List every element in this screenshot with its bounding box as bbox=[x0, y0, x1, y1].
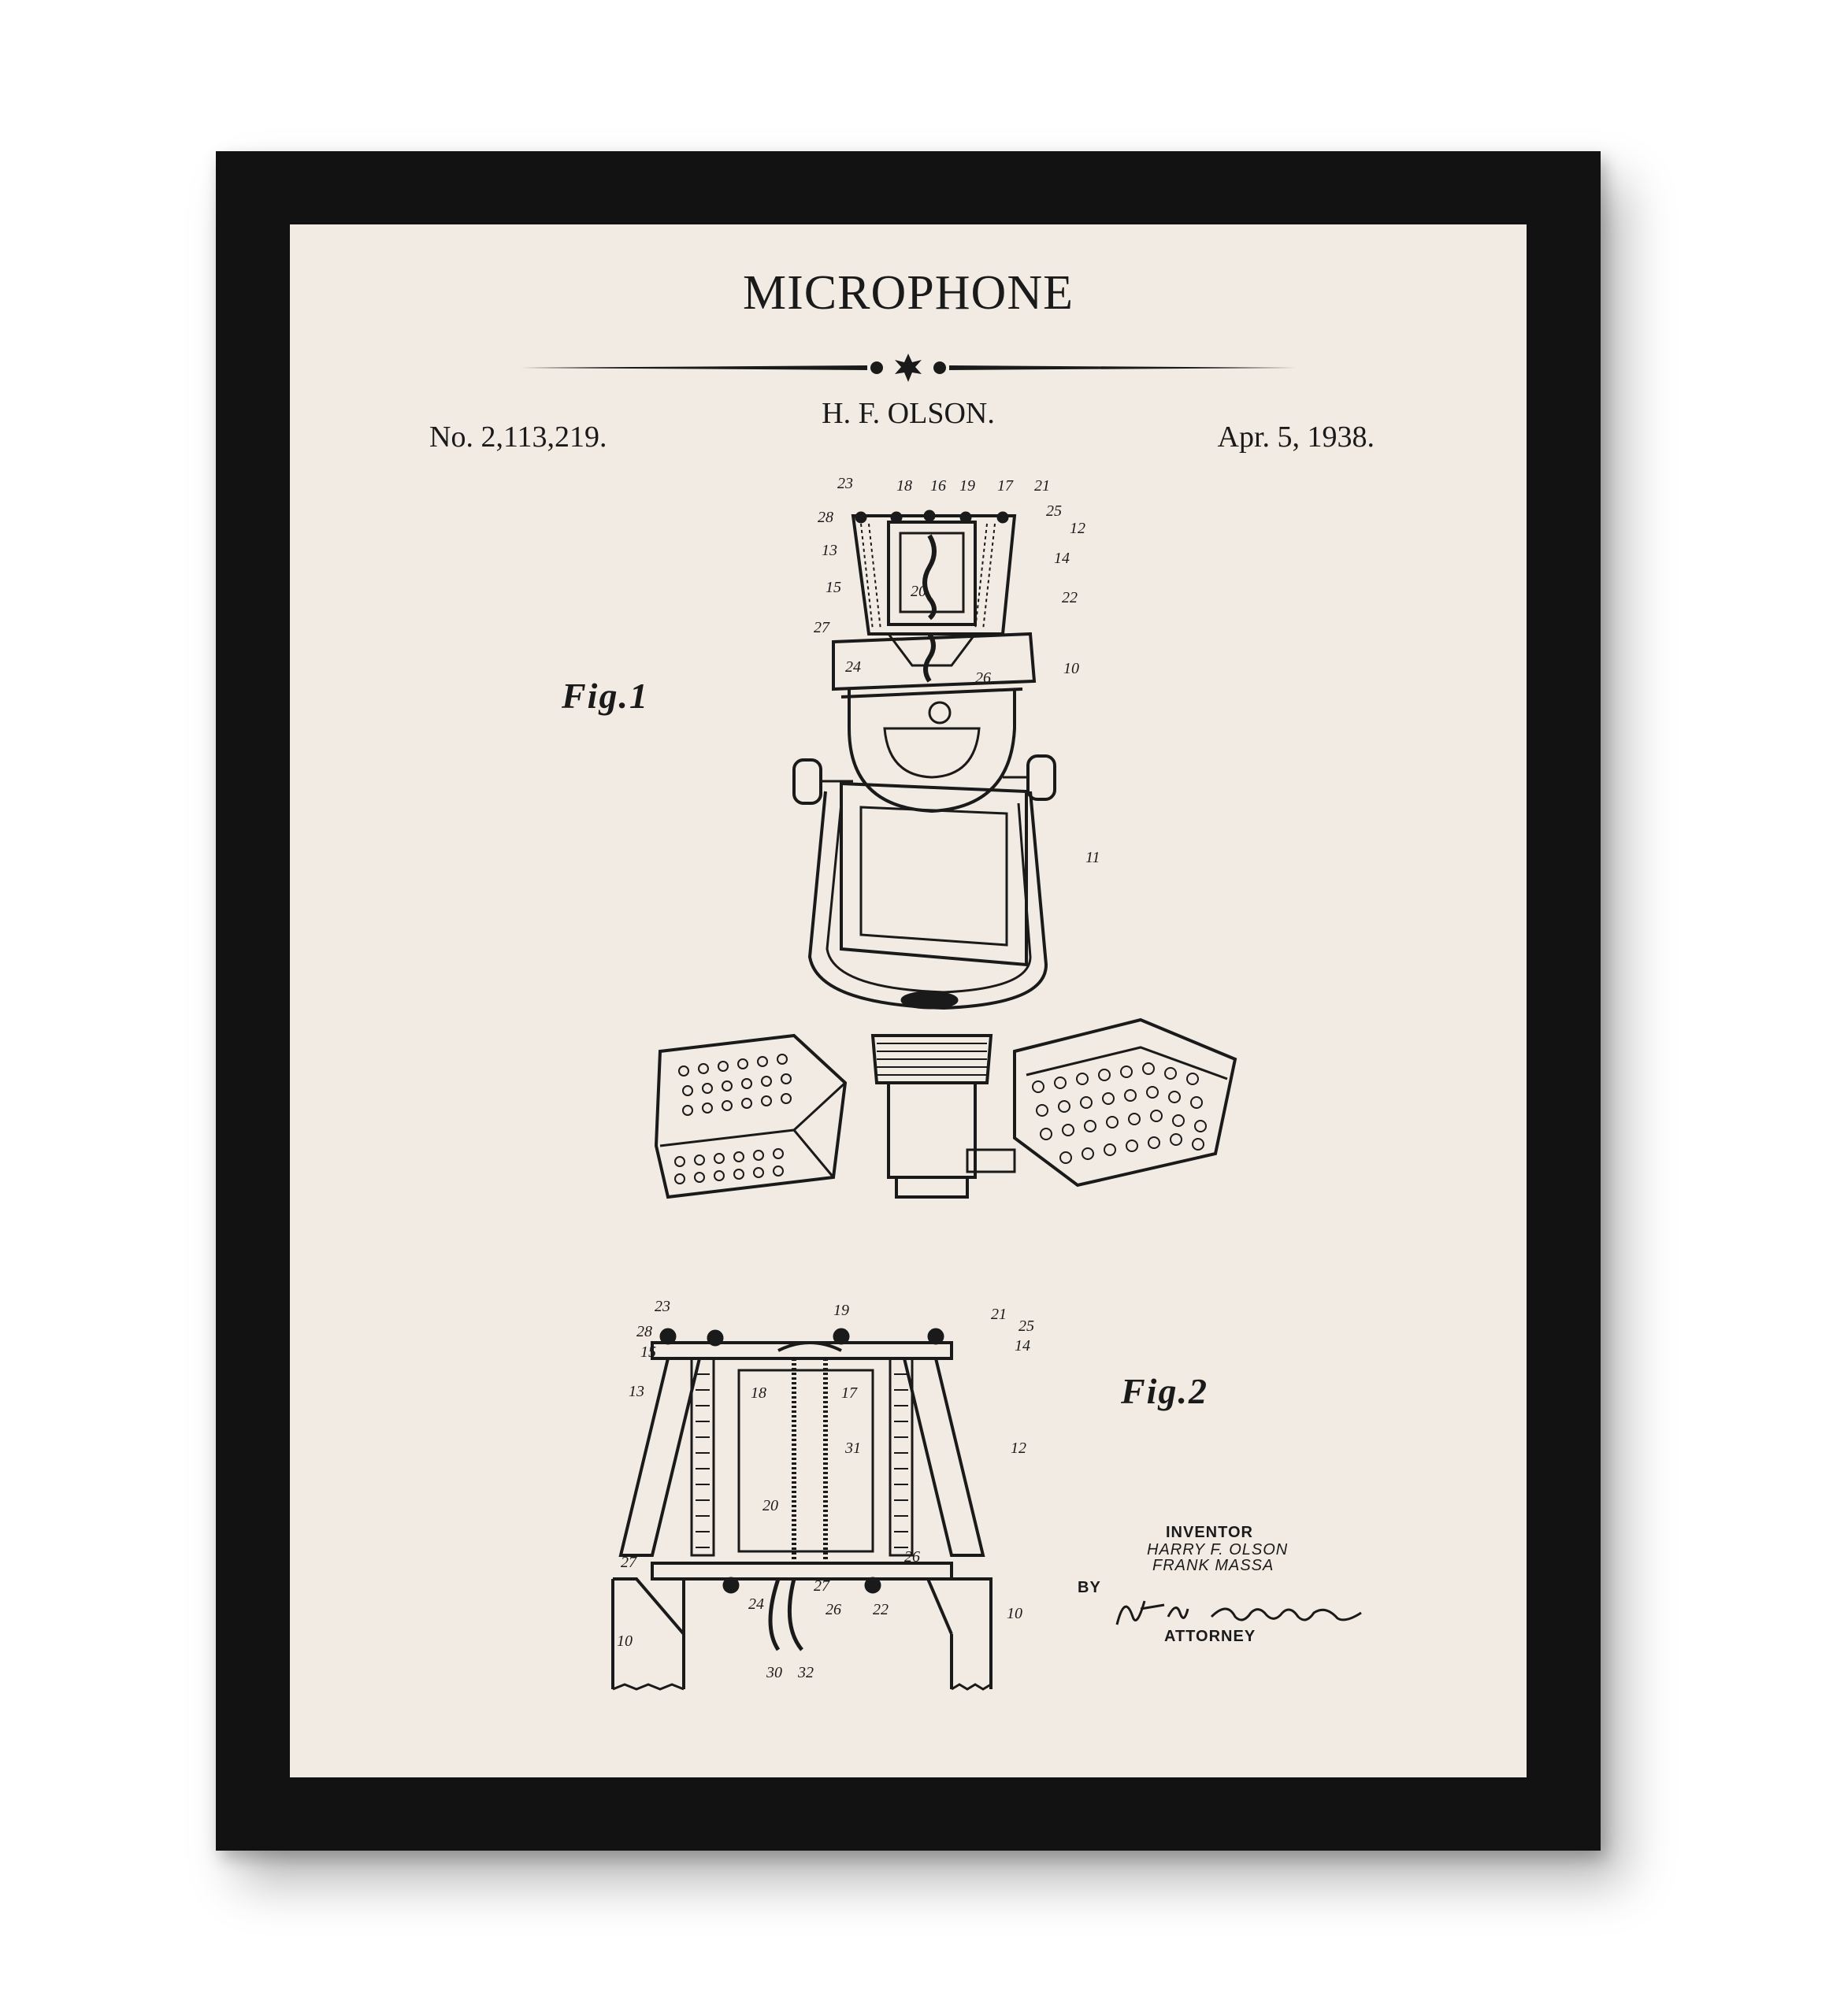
svg-text:27: 27 bbox=[621, 1554, 637, 1571]
fig1-microphone bbox=[656, 511, 1235, 1197]
fig1-label: Fig.1 bbox=[562, 675, 649, 717]
svg-text:12: 12 bbox=[1070, 520, 1085, 537]
svg-text:28: 28 bbox=[818, 509, 833, 526]
svg-text:15: 15 bbox=[826, 579, 841, 596]
svg-text:14: 14 bbox=[1015, 1337, 1030, 1354]
svg-text:13: 13 bbox=[629, 1383, 644, 1400]
svg-text:17: 17 bbox=[841, 1384, 858, 1402]
svg-text:31: 31 bbox=[844, 1440, 861, 1457]
svg-text:22: 22 bbox=[873, 1601, 889, 1618]
svg-text:10: 10 bbox=[617, 1632, 633, 1650]
svg-text:24: 24 bbox=[748, 1595, 764, 1613]
svg-text:10: 10 bbox=[1063, 660, 1079, 677]
svg-text:19: 19 bbox=[959, 477, 975, 495]
svg-text:28: 28 bbox=[636, 1323, 652, 1340]
svg-text:20: 20 bbox=[762, 1497, 778, 1514]
signature-block: INVENTOR HARRY F. OLSON FRANK MASSA BY A… bbox=[1078, 1524, 1408, 1666]
svg-text:26: 26 bbox=[826, 1601, 841, 1618]
svg-text:11: 11 bbox=[1085, 849, 1100, 866]
svg-text:18: 18 bbox=[751, 1384, 766, 1402]
inventor-name-2: FRANK MASSA bbox=[1152, 1557, 1274, 1575]
svg-text:14: 14 bbox=[1054, 550, 1070, 567]
svg-text:18: 18 bbox=[896, 477, 912, 495]
attorney-label: ATTORNEY bbox=[1164, 1628, 1256, 1646]
inventor-label: INVENTOR bbox=[1166, 1524, 1253, 1542]
svg-text:13: 13 bbox=[822, 542, 837, 559]
svg-text:23: 23 bbox=[837, 475, 853, 492]
svg-text:26: 26 bbox=[975, 669, 991, 687]
svg-text:21: 21 bbox=[1034, 477, 1050, 495]
svg-text:30: 30 bbox=[766, 1664, 782, 1681]
svg-text:10: 10 bbox=[1007, 1605, 1022, 1622]
svg-text:17: 17 bbox=[997, 477, 1014, 495]
svg-text:12: 12 bbox=[1011, 1440, 1026, 1457]
attorney-signature bbox=[1109, 1585, 1369, 1632]
svg-text:25: 25 bbox=[1018, 1317, 1034, 1335]
patent-poster: MICROPHONE No. 2,113,219. H. F. OLSON. A… bbox=[290, 224, 1527, 1777]
svg-text:15: 15 bbox=[640, 1343, 656, 1361]
svg-text:23: 23 bbox=[655, 1298, 670, 1315]
svg-text:32: 32 bbox=[797, 1664, 814, 1681]
reference-numerals: 23 18 16 19 17 21 28 25 12 13 14 15 20 22 27 24 26 1… bbox=[617, 475, 1100, 1681]
svg-text:27: 27 bbox=[814, 619, 830, 636]
by-label: BY bbox=[1078, 1579, 1101, 1597]
svg-text:26: 26 bbox=[904, 1548, 920, 1566]
fig2-ribbon-assembly bbox=[613, 1329, 991, 1689]
svg-text:24: 24 bbox=[845, 658, 861, 676]
svg-text:21: 21 bbox=[991, 1306, 1007, 1323]
svg-text:16: 16 bbox=[930, 477, 946, 495]
svg-text:27: 27 bbox=[814, 1577, 830, 1595]
svg-text:19: 19 bbox=[833, 1302, 849, 1319]
svg-text:22: 22 bbox=[1062, 589, 1078, 606]
svg-text:20: 20 bbox=[911, 583, 926, 600]
fig2-label: Fig.2 bbox=[1121, 1370, 1208, 1412]
svg-text:25: 25 bbox=[1046, 502, 1062, 520]
grille-perforations bbox=[675, 1054, 1206, 1184]
